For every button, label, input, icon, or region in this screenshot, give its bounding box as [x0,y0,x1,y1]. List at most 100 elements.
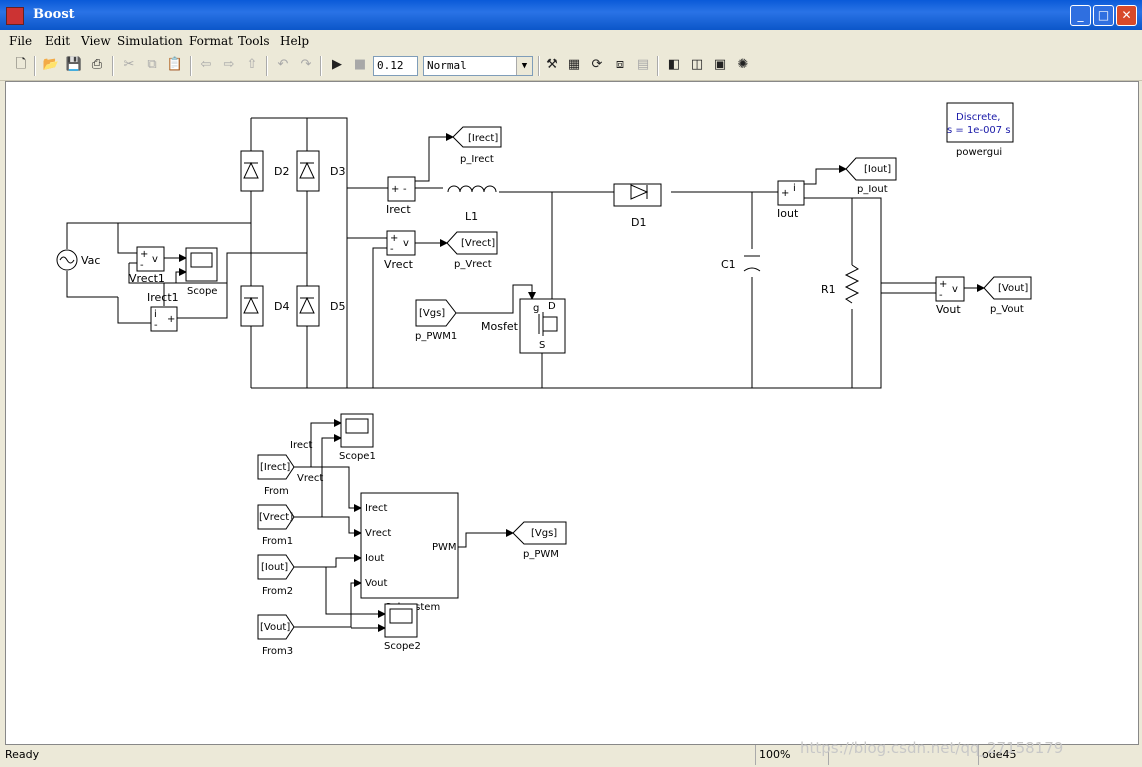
diode-d3[interactable]: D3 [296,150,345,192]
diode-d2[interactable]: D2 [240,150,289,192]
wire-from-scope1-a [294,419,342,468]
inductor-l1[interactable]: L1 [447,185,497,223]
powergui-label: powergui [956,147,1002,158]
library-browser-icon[interactable]: ◧ [667,57,681,72]
chevron-down-icon[interactable]: ▼ [516,57,532,75]
menu-format[interactable]: Format [189,34,233,48]
goto-irect[interactable]: [Irect] p_Irect [452,126,502,165]
toolbar-separator [538,56,540,76]
capacitor-c1[interactable]: C1 [721,255,761,272]
voltage-measurement-vrect[interactable]: + - v Vrect [384,230,416,271]
wire-iout-scope2 [325,567,386,618]
refresh-icon[interactable]: ⟳ [591,57,603,72]
paste-icon[interactable]: 📋 [166,57,184,72]
zoom-level: 100% [755,745,829,765]
cut-icon[interactable]: ✂ [123,57,135,72]
maximize-button[interactable]: □ [1093,5,1114,26]
up-icon[interactable]: ⇧ [246,57,258,72]
open-folder-icon[interactable]: 📂 [42,57,60,72]
forward-icon[interactable]: ⇨ [223,57,235,72]
minimize-button[interactable]: _ [1070,5,1091,26]
start-simulation-icon[interactable]: ▶ [332,57,342,72]
back-icon[interactable]: ⇦ [200,57,212,72]
wire-vrect-minus [372,247,387,388]
redo-icon[interactable]: ↷ [300,57,312,72]
irect1-label: Irect1 [147,291,179,304]
from-irect[interactable]: [Irect] From [257,454,295,497]
from-vrect-name: From1 [262,536,293,547]
diode-d1[interactable]: D1 [613,183,662,229]
subsystem-block[interactable]: Irect Vrect Iout Vout PWM Subsystem [360,492,459,613]
simulation-mode-select[interactable]: Normal▼ [423,56,533,76]
block-diagram[interactable]: Vac D2 D3 D4 D5 + - v Vrect1 i - + Irect… [6,82,1138,744]
i-sign: i [154,309,157,320]
build-icon[interactable]: ⚒ [546,57,558,72]
from-vrect[interactable]: [Vrect] From1 [257,504,295,547]
toolbar-separator [266,56,268,76]
subsystem-port-iout: Iout [365,553,384,564]
toolbar-separator [320,56,322,76]
save-icon[interactable]: 💾 [65,57,83,72]
stop-simulation-icon[interactable]: ■ [353,57,367,72]
mosfet-block[interactable]: g D S Mosfet [481,298,566,354]
goto-vout[interactable]: [Vout] p_Vout [983,276,1032,315]
close-button[interactable]: ✕ [1116,5,1137,26]
resistor-r1[interactable]: R1 [821,264,860,304]
print-icon[interactable]: ⎙ [91,57,103,72]
vrect-label: Vrect [384,258,414,271]
ac-voltage-source[interactable]: Vac [56,249,100,271]
goto-pwm-name: p_PWM [523,549,559,560]
undo-icon[interactable]: ↶ [277,57,289,72]
minus-sign: - [390,244,394,255]
scope-block[interactable]: Scope [185,247,218,297]
build-subsystem-icon[interactable]: ⧈ [615,57,625,72]
diode-d4[interactable]: D4 [240,285,289,327]
copy-icon[interactable]: ⧉ [147,57,157,72]
subsystem-port-vrect: Vrect [365,528,391,539]
stop-time-input[interactable]: 0.12 [373,56,418,76]
i-sign: i [793,183,796,194]
simulink-app-icon[interactable] [6,7,24,25]
new-model-icon[interactable]: 🗋 [15,57,27,72]
powergui-block[interactable]: Discrete, s = 1e-007 s powergui [946,102,1014,158]
from-vout[interactable]: [Vout] From3 [257,614,295,657]
goto-iout-tag: [Iout] [864,164,891,175]
from-vrect-tag: [Vrect] [259,512,293,523]
voltage-measurement-vout[interactable]: + - v Vout [935,276,965,316]
current-measurement-irect1[interactable]: i - + Irect1 [147,291,179,332]
scope1-block[interactable]: Scope1 [339,413,376,462]
profiler-icon[interactable]: ✺ [737,57,749,72]
gate-sign: g [533,303,539,314]
wire-pwm-goto [458,529,514,548]
source-sign: S [539,340,545,351]
from-irect-name: From [264,486,289,497]
goto-vrect[interactable]: [Vrect] p_Vrect [446,231,498,270]
goto-iout[interactable]: [Iout] p_Iout [845,157,897,195]
menu-edit[interactable]: Edit [45,34,71,48]
update-diagram-icon[interactable]: ▦ [567,57,581,72]
mosfet-label: Mosfet [481,320,519,333]
scope2-label: Scope2 [384,641,421,652]
d4-label: D4 [274,300,289,313]
menu-tools[interactable]: Tools [238,34,270,48]
current-measurement-irect[interactable]: + - Irect [386,176,416,216]
toolbar-separator [34,56,36,76]
debugger-icon[interactable]: ▣ [713,57,727,72]
menu-help[interactable]: Help [280,34,310,48]
menu-simulation[interactable]: Simulation [117,34,183,48]
goto-pwm[interactable]: [Vgs] p_PWM [512,521,567,560]
menu-view[interactable]: View [81,34,111,48]
scope2-block[interactable]: Scope2 [384,603,421,652]
current-measurement-iout[interactable]: + i Iout [777,180,805,220]
model-canvas[interactable]: Vac D2 D3 D4 D5 + - v Vrect1 i - + Irect… [5,81,1139,745]
menu-file[interactable]: File [9,34,33,48]
from-vgs[interactable]: [Vgs] p_PWM1 [415,299,457,342]
model-browser-icon[interactable]: ▤ [636,57,650,72]
from-vgs-name: p_PWM1 [415,331,457,342]
from-iout[interactable]: [Iout] From2 [257,554,295,597]
goto-iout-name: p_Iout [857,184,888,195]
title-bar[interactable]: Boost _ □ ✕ [0,0,1142,30]
model-explorer-icon[interactable]: ◫ [690,57,704,72]
voltage-measurement-vrect1[interactable]: + - v Vrect1 [129,246,165,285]
diode-d5[interactable]: D5 [296,285,345,327]
